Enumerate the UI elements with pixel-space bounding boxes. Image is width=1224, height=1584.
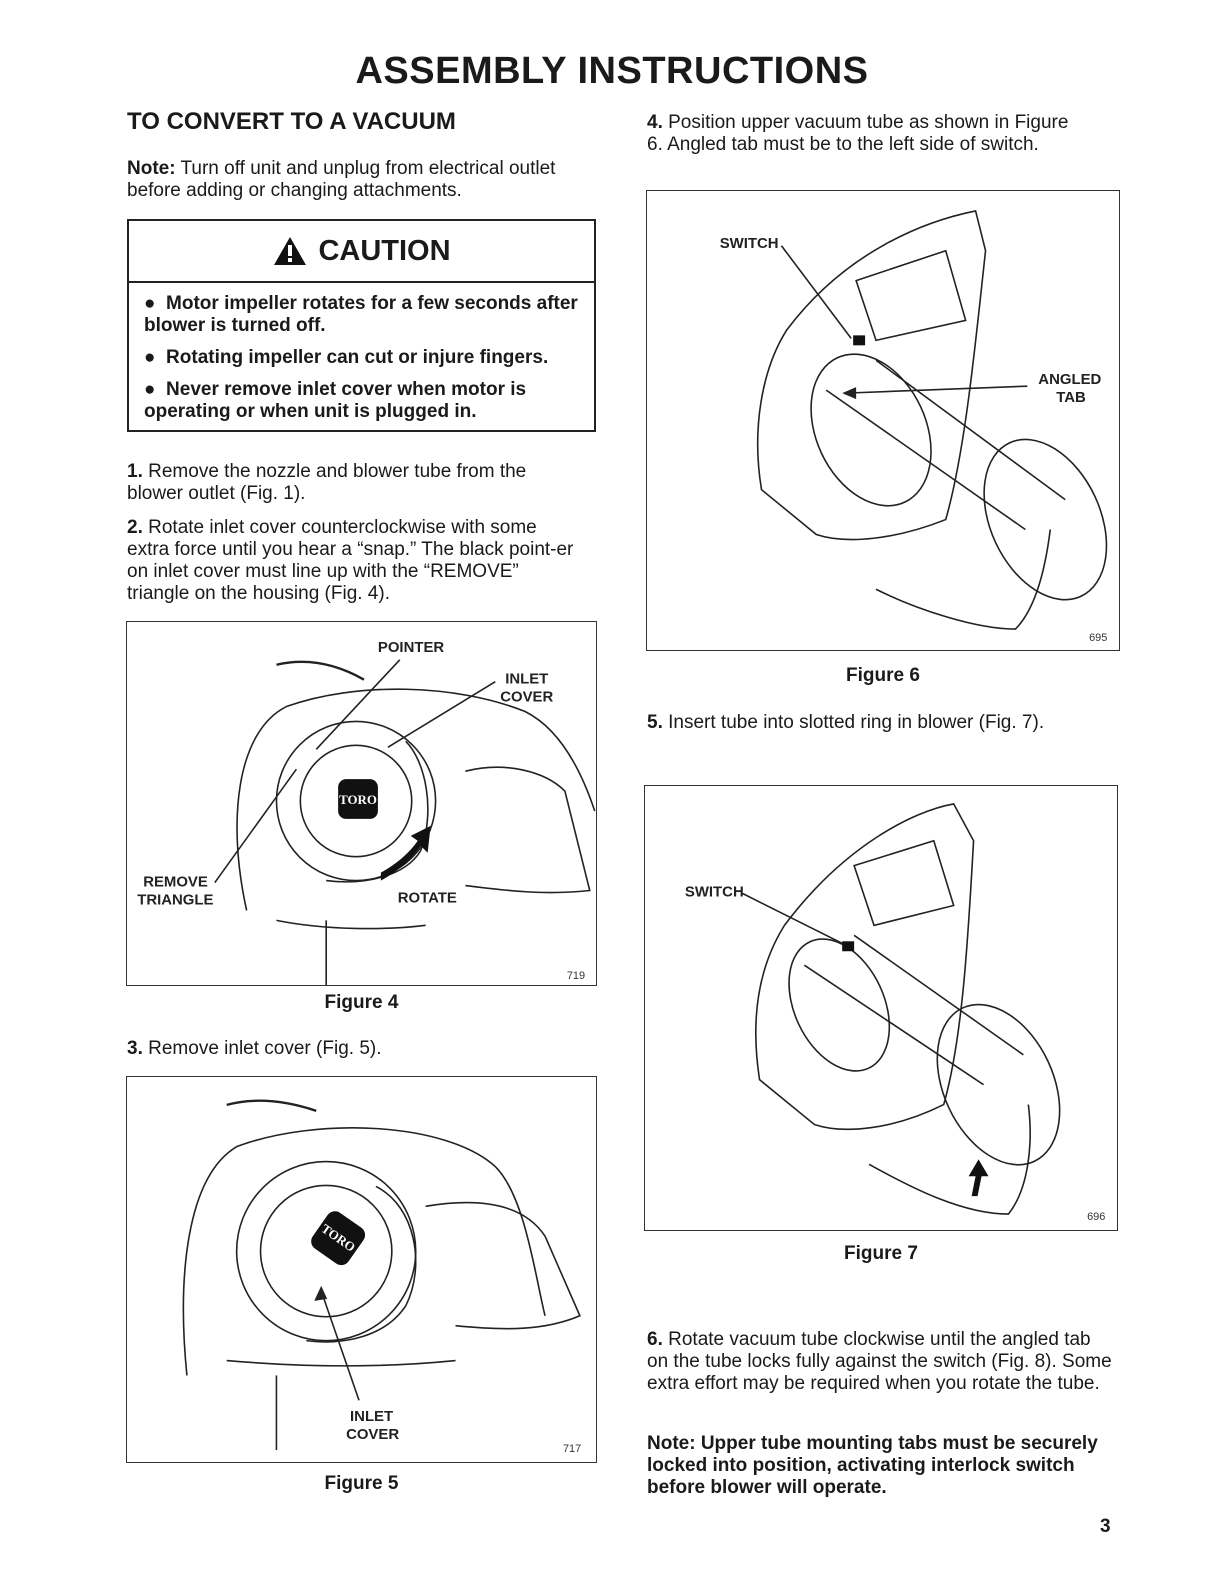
hand-outline [875,529,1052,630]
brand-badge [338,779,378,819]
switch-label: SWITCH [685,884,744,901]
switch-block [842,941,855,952]
switch-label: SWITCH [720,235,779,252]
switch-block [853,335,866,346]
figure-6-illustration: SWITCH ANGLED TAB 695 [720,209,1108,644]
caution-item: ● Never remove inlet cover when motor is… [144,379,527,422]
brand-badge [311,1211,366,1266]
remove-label: REMOVE [143,875,208,891]
pointer-label: POINTER [378,640,444,656]
triangle-label: TRIANGLE [137,892,213,908]
step-text: Remove inlet cover (Fig. 5). [142,1038,382,1059]
angled-label: ANGLED [1038,371,1101,388]
tube-end [983,438,1108,601]
inlet-cover-inner [299,744,413,858]
inlet-cover-inner [259,1184,393,1318]
figure-5: TORO INLET COVER 717 [126,1076,597,1463]
tube-sides [803,934,1024,1086]
slotted-ring [788,938,891,1072]
step-3: 3. Remove inlet cover (Fig. 5). [127,1038,587,1060]
cover-label: COVER [346,1426,399,1443]
figure-7: SWITCH 696 [644,785,1118,1231]
step-2: 2. Rotate inlet cover counterclockwise w… [127,517,582,605]
hand-outline [306,1185,417,1343]
step-6: 6. Rotate vacuum tube clockwise until th… [647,1329,1117,1395]
intro-note: Note: Turn off unit and unplug from elec… [127,158,597,202]
step-number: 3. [127,1038,143,1059]
inlet-label: INLET [350,1408,393,1425]
insert-arrow [968,1159,989,1197]
step-number: 1. [127,461,143,482]
note-label: Note: [127,158,176,179]
caution-title: CAUTION [318,234,451,267]
step-text: Insert tube into slotted ring in blower … [662,712,1045,733]
page-title: ASSEMBLY INSTRUCTIONS [355,50,869,92]
caution-item: ● Motor impeller rotates for a few secon… [144,293,578,336]
slotted-ring [810,353,932,507]
hand-outline [868,1104,1031,1215]
step-text: Position upper vacuum tube as shown in F… [647,112,1069,155]
handle-shape [226,1099,317,1112]
brand-text: TORO [339,792,377,807]
inlet-label: INLET [505,672,548,688]
warning-triangle-icon [274,237,307,265]
figure-4-illustration: TORO POINTER INLET COVER REMOVE TRIANGLE… [137,640,596,985]
page-number: 3 [1100,1516,1111,1537]
step-text: Rotate inlet cover counterclockwise with… [127,517,574,604]
step-number: 4. [647,112,663,133]
housing-outline [756,209,987,541]
step-text: Remove the nozzle and blower tube from t… [127,461,527,504]
handle-shape [276,660,365,681]
final-note: Note: Upper tube mounting tabs must be s… [647,1433,1098,1498]
tube-sides [825,359,1066,531]
hand-outline [326,740,429,883]
pointer-arrowhead [314,1285,328,1301]
figure-5-caption: Figure 5 [324,1473,399,1494]
cover-label: COVER [500,690,553,706]
step-number: 5. [647,712,663,733]
note-text: Turn off unit and unplug from electrical… [127,158,556,201]
housing-outline [754,803,975,1131]
rotate-label: ROTATE [398,890,457,906]
caution-item: ● Rotating impeller can cut or injure fi… [144,347,549,368]
step-1: 1. Remove the nozzle and blower tube fro… [127,461,587,505]
caution-list: ● Motor impeller rotates for a few secon… [129,283,594,423]
figure-id: 696 [1087,1211,1105,1223]
inlet-cover-outer [275,720,437,882]
step-5: 5. Insert tube into slotted ring in blow… [647,712,1087,734]
caution-box: CAUTION ● Motor impeller rotates for a f… [127,219,596,432]
section-heading: TO CONVERT TO A VACUUM [127,108,456,135]
step-text: Rotate vacuum tube clockwise until the a… [647,1329,1112,1394]
figure-id: 695 [1089,632,1107,644]
tab-arrowhead [842,387,857,400]
step-number: 6. [647,1329,663,1350]
caution-header: CAUTION [129,221,594,283]
figure-7-illustration: SWITCH 696 [685,803,1105,1223]
figure-id: 719 [567,970,585,982]
figure-id: 717 [563,1443,581,1455]
figure-7-caption: Figure 7 [844,1243,918,1264]
tab-label: TAB [1056,389,1086,406]
rotate-arrow [380,825,431,881]
figure-4: TORO POINTER INLET COVER REMOVE TRIANGLE… [126,621,597,986]
step-4: 4. Position upper vacuum tube as shown i… [647,112,1087,156]
step-number: 2. [127,517,143,538]
figure-6: SWITCH ANGLED TAB 695 [646,190,1120,651]
figure-5-illustration: TORO INLET COVER 717 [182,1099,581,1455]
tube-end [936,1003,1061,1166]
figure-6-caption: Figure 6 [846,665,920,686]
figure-4-caption: Figure 4 [324,992,399,1013]
